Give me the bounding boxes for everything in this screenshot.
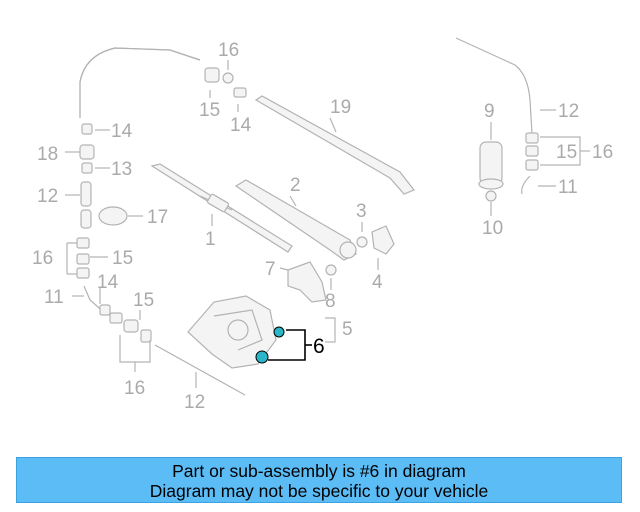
svg-text:14: 14 bbox=[230, 115, 252, 136]
connector-part-15-lower bbox=[123, 319, 139, 333]
connector-part-14-left bbox=[81, 123, 93, 135]
svg-text:7: 7 bbox=[265, 259, 276, 280]
svg-text:13: 13 bbox=[111, 159, 132, 180]
bracket-part-7 bbox=[287, 261, 327, 303]
connector-part-15-left bbox=[76, 237, 90, 249]
banner-line-2: Diagram may not be specific to your vehi… bbox=[149, 481, 489, 501]
svg-text:4: 4 bbox=[372, 272, 383, 293]
washer-hose-right bbox=[455, 37, 533, 135]
svg-text:15: 15 bbox=[133, 290, 154, 311]
svg-text:12: 12 bbox=[184, 392, 205, 413]
svg-text:12: 12 bbox=[37, 186, 58, 207]
wiper-blade-part-19 bbox=[254, 95, 415, 195]
connector-part-15-right bbox=[525, 132, 539, 144]
svg-text:5: 5 bbox=[342, 319, 353, 340]
nut-part-8 bbox=[325, 264, 337, 276]
svg-text:14: 14 bbox=[97, 272, 119, 293]
pump-part-9 bbox=[479, 141, 503, 185]
svg-text:2: 2 bbox=[290, 175, 301, 196]
callout-labels: 16 15 14 19 14 18 13 12 17 2 1 3 16 15 1… bbox=[32, 40, 613, 413]
svg-text:16: 16 bbox=[218, 40, 239, 61]
svg-text:16: 16 bbox=[592, 142, 613, 163]
highlighted-part-6-lower bbox=[255, 350, 269, 364]
grommet-part-10 bbox=[485, 190, 497, 202]
clip-part-14 bbox=[233, 87, 247, 98]
nut-part-3 bbox=[356, 236, 368, 248]
svg-text:17: 17 bbox=[147, 207, 168, 228]
svg-text:15: 15 bbox=[112, 248, 133, 269]
highlighted-part-6-upper bbox=[273, 326, 285, 338]
svg-text:10: 10 bbox=[482, 218, 503, 239]
hose-part-12-lower bbox=[154, 344, 246, 396]
cap-part-17 bbox=[98, 206, 128, 226]
banner-line-1: Part or sub-assembly is #6 in diagram bbox=[172, 461, 466, 481]
connector-part-16-lower bbox=[140, 329, 152, 343]
svg-text:9: 9 bbox=[484, 101, 495, 122]
svg-text:3: 3 bbox=[356, 201, 367, 222]
svg-text:11: 11 bbox=[44, 287, 64, 308]
svg-text:19: 19 bbox=[330, 97, 351, 118]
cap-part-4 bbox=[371, 225, 395, 255]
callout-6-label: 6 bbox=[313, 335, 325, 358]
svg-text:15: 15 bbox=[199, 100, 220, 121]
grommet-part-16 bbox=[222, 72, 234, 84]
hose-part-12-left bbox=[80, 181, 92, 207]
svg-text:1: 1 bbox=[205, 229, 216, 250]
svg-text:12: 12 bbox=[558, 101, 579, 122]
info-banner: Part or sub-assembly is #6 in diagram Di… bbox=[16, 457, 622, 503]
svg-text:18: 18 bbox=[37, 144, 58, 165]
connector-part-13 bbox=[81, 162, 93, 174]
svg-text:16: 16 bbox=[124, 378, 145, 399]
valve-part-18 bbox=[79, 144, 95, 160]
wiper-arm-part-2 bbox=[234, 179, 357, 261]
leader-lines bbox=[65, 60, 590, 388]
connector-part-14-lower bbox=[99, 304, 111, 316]
svg-text:11: 11 bbox=[558, 177, 578, 198]
hose-part-11-right bbox=[521, 175, 531, 195]
svg-text:14: 14 bbox=[111, 121, 133, 142]
svg-text:16: 16 bbox=[32, 248, 53, 269]
parts-diagram: 16 15 14 19 14 18 13 12 17 2 1 3 16 15 1… bbox=[32, 37, 613, 413]
nozzle-part-15 bbox=[204, 67, 220, 83]
svg-text:8: 8 bbox=[325, 291, 336, 312]
washer-hose-left bbox=[79, 47, 201, 118]
svg-text:15: 15 bbox=[556, 142, 577, 163]
